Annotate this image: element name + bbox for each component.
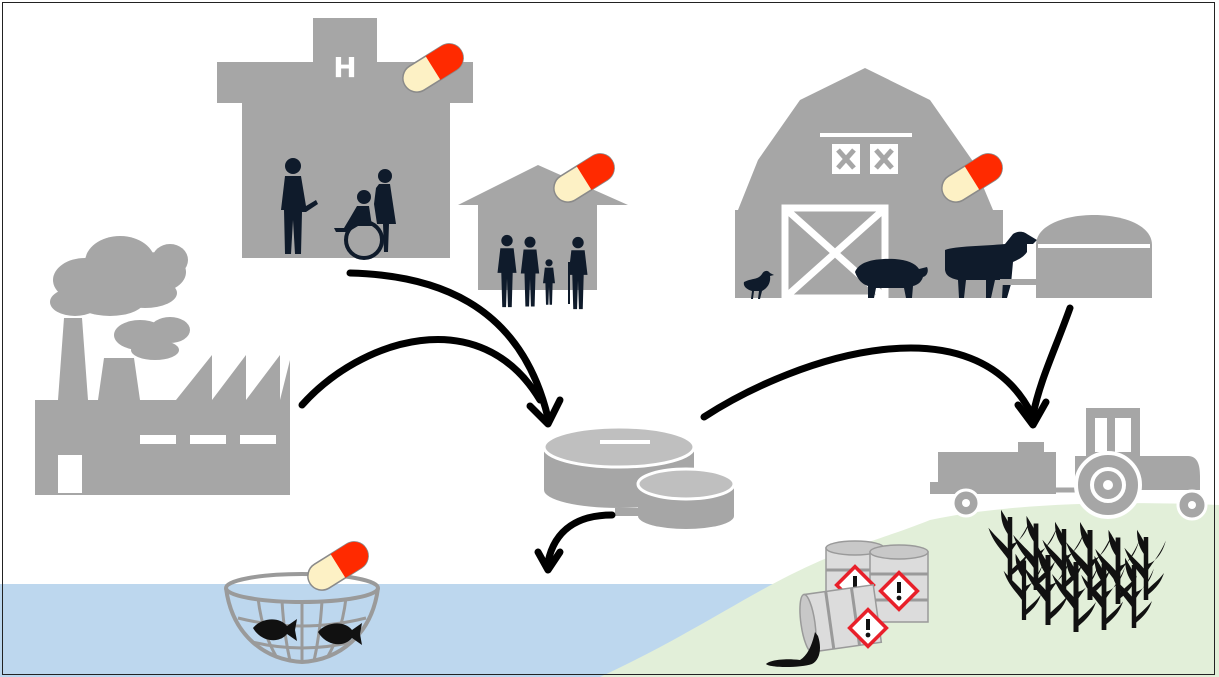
- arrow-icon: [534, 511, 616, 574]
- house-icon: [458, 147, 628, 310]
- water-body: [0, 584, 780, 677]
- farm-animals: [743, 231, 1037, 299]
- hospital-sign: H: [333, 51, 356, 84]
- treatment-plant-icon: [542, 425, 736, 529]
- chemical-spill: [766, 632, 820, 667]
- factory-icon: [35, 236, 290, 495]
- arrow-icon: [700, 344, 1050, 429]
- arrow-icon: [346, 269, 564, 428]
- hospital-icon: H: [217, 18, 473, 260]
- tractor-icon: [930, 408, 1208, 521]
- fish-silhouettes: [253, 619, 362, 645]
- flow-arrows: [298, 269, 1074, 574]
- arrow-icon: [298, 336, 544, 409]
- chemical-barrels: [766, 539, 930, 667]
- barn-icon: [735, 68, 1037, 302]
- hospital-people: [281, 158, 396, 260]
- smoke-cloud: [50, 236, 190, 360]
- family-silhouettes: [497, 234, 588, 310]
- biogas-tank-icon: [1000, 215, 1152, 298]
- fish-net-icon: [224, 535, 380, 665]
- arrow-icon: [1029, 304, 1074, 419]
